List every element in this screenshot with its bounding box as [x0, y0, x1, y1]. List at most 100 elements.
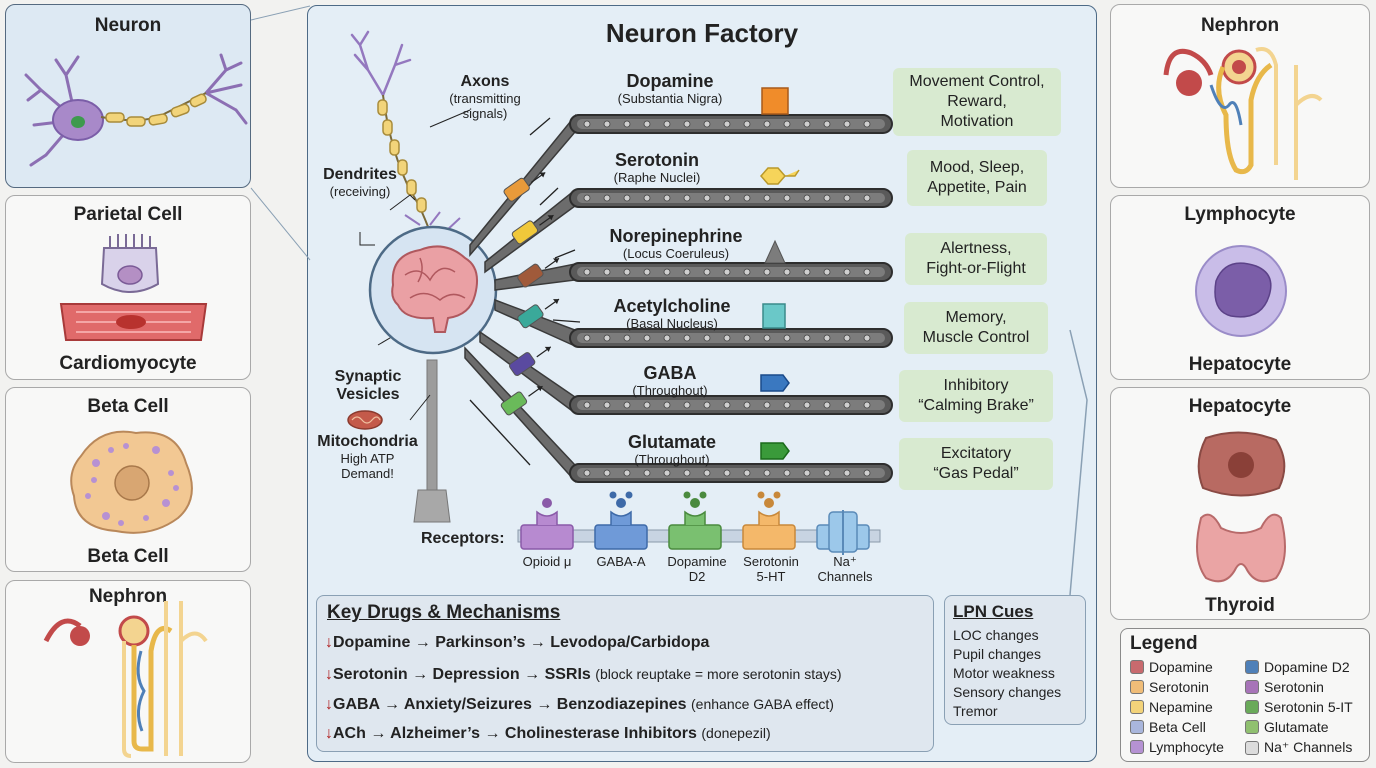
- function-line: Excitatory: [940, 445, 1012, 462]
- flow-arrows: [469, 117, 581, 466]
- card-neuron-title: Neuron: [94, 15, 162, 36]
- lpn-item: Motor weakness: [953, 665, 1055, 681]
- card-parietal-cardiomyocyte[interactable]: Parietal Cell Cardiomyocyte: [5, 195, 251, 380]
- card-nephron-left-title: Nephron: [88, 586, 168, 607]
- hepatocyte-thyroid-illustration: [1196, 431, 1286, 583]
- drug-line-gaba: ↓GABA → Anxiety/Seizures → Benzodiazepin…: [325, 696, 834, 714]
- receptor-icon: [742, 491, 796, 550]
- function-line: Fight-or-Flight: [926, 260, 1026, 277]
- down-arrow-icon: ↓: [325, 725, 333, 742]
- legend-swatch: [1130, 660, 1144, 674]
- receptor-l1: Serotonin: [743, 554, 799, 569]
- legend-swatch: [1130, 740, 1144, 754]
- vesicle-pill: [509, 352, 536, 376]
- drug-note: (block reuptake = more serotonin stays): [595, 666, 842, 682]
- legend-item: Glutamate: [1245, 719, 1329, 735]
- nt-serotonin: Serotonin(Raphe Nuclei): [547, 150, 767, 185]
- conveyor-belt: [494, 298, 893, 348]
- vesicle-pill: [517, 304, 544, 329]
- function-line: Inhibitory: [943, 377, 1009, 394]
- card-lymphocyte[interactable]: Lymphocyte Hepatocyte: [1110, 195, 1370, 380]
- function-line: “Calming Brake”: [918, 397, 1034, 414]
- function-dopamine: Movement Control,Reward,Motivation: [893, 68, 1061, 136]
- dendrites-title: Dendrites: [323, 166, 397, 183]
- function-line: Muscle Control: [922, 329, 1030, 346]
- axons-sub2: signals): [462, 106, 508, 121]
- mito-title: Mitochondria: [317, 433, 418, 450]
- receptor-gaba-a-label: GABA-A: [584, 554, 658, 569]
- card-hepatocyte-b-title: Hepatocyte: [1188, 396, 1292, 417]
- card-nephron-left[interactable]: Nephron: [5, 580, 251, 763]
- receptor-l2: D2: [688, 569, 706, 584]
- legend-label: Dopamine D2: [1264, 659, 1350, 675]
- legend-label: Na⁺ Channels: [1264, 739, 1353, 755]
- nt-acetylcholine: Acetylcholine(Basal Nucleus): [562, 296, 782, 331]
- mito-sub2: Demand!: [341, 466, 394, 481]
- down-arrow-icon: ↓: [325, 634, 333, 651]
- mitochondria-label: Mitochondria High ATP Demand!: [305, 433, 430, 481]
- function-line: Motivation: [940, 113, 1014, 130]
- legend-item: Lymphocyte: [1130, 739, 1224, 755]
- legend-label: Dopamine: [1149, 659, 1213, 675]
- legend-label: Glutamate: [1264, 719, 1329, 735]
- function-line: Mood, Sleep,: [929, 159, 1025, 176]
- receptor-l1: Na⁺: [833, 554, 857, 569]
- function-line: Reward,: [947, 93, 1007, 110]
- down-arrow-icon: ↓: [325, 696, 333, 713]
- cargo-arrow: [760, 374, 790, 392]
- legend-item: Serotonin 5-IT: [1245, 699, 1353, 715]
- nephron-right-illustration: [1163, 47, 1323, 180]
- card-nephron-right-title: Nephron: [1200, 15, 1280, 36]
- axons-sub1: (transmitting: [449, 91, 521, 106]
- vesicle-pill: [511, 220, 539, 245]
- nt-glutamate: Glutamate(Throughout): [562, 432, 782, 467]
- receptor-l2: 5-HT: [756, 569, 786, 584]
- nephron-left-illustration: [43, 601, 208, 758]
- legend-swatch: [1130, 700, 1144, 714]
- function-glutamate: Excitatory “Gas Pedal”: [899, 438, 1053, 490]
- legend-swatch: [1245, 680, 1259, 694]
- receptor-l1: GABA-A: [596, 554, 646, 569]
- drug-line-ach: ↓ACh → Alzheimer’s → Cholinesterase Inhi…: [325, 725, 771, 743]
- nt-name: Norepinephrine: [609, 226, 743, 246]
- function-line: “Gas Pedal”: [933, 465, 1019, 482]
- card-beta-title-bottom: Beta Cell: [87, 546, 169, 567]
- legend-label: Serotonin: [1149, 679, 1209, 695]
- card-beta-cell[interactable]: Beta Cell Beta Cell: [5, 387, 251, 572]
- receptor-l2: Channels: [817, 569, 873, 584]
- legend-label: Beta Cell: [1149, 719, 1206, 735]
- drug-main: ACh → Alzheimer’s → Cholinesterase Inhib…: [333, 725, 697, 742]
- legend-swatch: [1245, 660, 1259, 674]
- legend-item: Na⁺ Channels: [1245, 739, 1352, 756]
- dendrites-label: Dendrites (receiving): [305, 166, 415, 199]
- key-drugs-panel: Key Drugs & Mechanisms ↓Dopamine → Parki…: [316, 595, 934, 752]
- nt-gaba: GABA(Throughout): [560, 363, 780, 398]
- lpn-item: LOC changes: [953, 627, 1039, 643]
- legend-label: Serotonin 5-IT: [1264, 699, 1353, 715]
- legend-item: Dopamine: [1130, 659, 1213, 675]
- receptor-icon: [594, 491, 648, 550]
- vesicle-pill: [517, 263, 544, 288]
- card-neuron[interactable]: Neuron: [5, 4, 251, 188]
- nt-region: (Throughout): [634, 452, 710, 467]
- card-beta-title-top: Beta Cell: [87, 396, 169, 417]
- card-hepatocyte-a-title: Hepatocyte: [1188, 354, 1292, 375]
- vesicle-pill: [503, 177, 530, 202]
- synaptic-vesicles-label: Synaptic Vesicles: [313, 368, 423, 404]
- receptor-icon: [816, 510, 870, 555]
- mito-sub1: High ATP: [340, 451, 395, 466]
- card-hepatocyte-thyroid[interactable]: Hepatocyte Thyroid: [1110, 387, 1370, 620]
- legend-swatch: [1130, 680, 1144, 694]
- cargo-box: [761, 87, 789, 115]
- axons-title: Axons: [460, 73, 510, 90]
- conveyor-belt: [479, 330, 893, 415]
- legend-item: Serotonin: [1245, 679, 1324, 695]
- receptor-l1: Dopamine: [667, 554, 727, 569]
- nt-region: (Basal Nucleus): [626, 316, 718, 331]
- card-nephron-right[interactable]: Nephron: [1110, 4, 1370, 188]
- beta-cell-illustration: [70, 430, 193, 534]
- drug-line-serotonin: ↓Serotonin → Depression → SSRIs (block r…: [325, 666, 842, 684]
